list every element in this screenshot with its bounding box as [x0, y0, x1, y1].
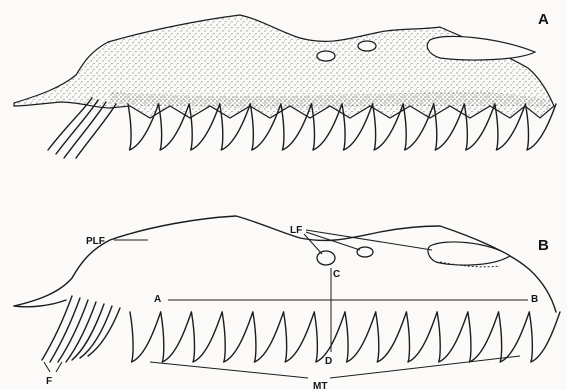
mt-leader-1: [150, 362, 308, 378]
label-d: D: [325, 356, 332, 367]
panel-b-marginal-teeth: [130, 312, 560, 362]
tooth: [284, 312, 315, 362]
panel-b-anterior-teeth: [42, 296, 120, 362]
panel-b-foramen-2: [357, 247, 373, 257]
tooth: [437, 312, 468, 362]
tooth: [376, 312, 407, 362]
tooth: [191, 312, 222, 362]
panel-a-drawing: [14, 15, 556, 158]
panel-b-letter: B: [538, 237, 549, 254]
tooth: [222, 312, 253, 362]
panel-a-foramen-1: [317, 51, 335, 61]
label-a: A: [154, 294, 161, 305]
panel-a-posterior-depression: [427, 36, 535, 60]
label-mt: MT: [313, 381, 327, 390]
tooth: [314, 312, 345, 362]
tooth: [161, 312, 192, 362]
tooth: [253, 312, 284, 362]
f-leader-2: [56, 362, 62, 372]
tooth: [406, 312, 437, 362]
tooth: [345, 312, 376, 362]
tooth: [499, 312, 530, 362]
tooth: [529, 312, 560, 362]
tooth: [130, 312, 161, 362]
panel-b-foramen-1: [317, 251, 335, 265]
tooth: [468, 312, 499, 362]
label-lf: LF: [290, 225, 302, 236]
mt-leader-2: [330, 356, 520, 378]
f-leader-1: [44, 362, 50, 372]
label-c: C: [333, 269, 340, 280]
label-plf: PLF: [86, 236, 105, 247]
panel-a-foramen-2: [358, 41, 376, 51]
label-b: B: [531, 294, 538, 305]
panel-a-letter: A: [538, 11, 549, 28]
label-f: F: [46, 376, 52, 387]
lf-leader-1: [304, 234, 322, 254]
